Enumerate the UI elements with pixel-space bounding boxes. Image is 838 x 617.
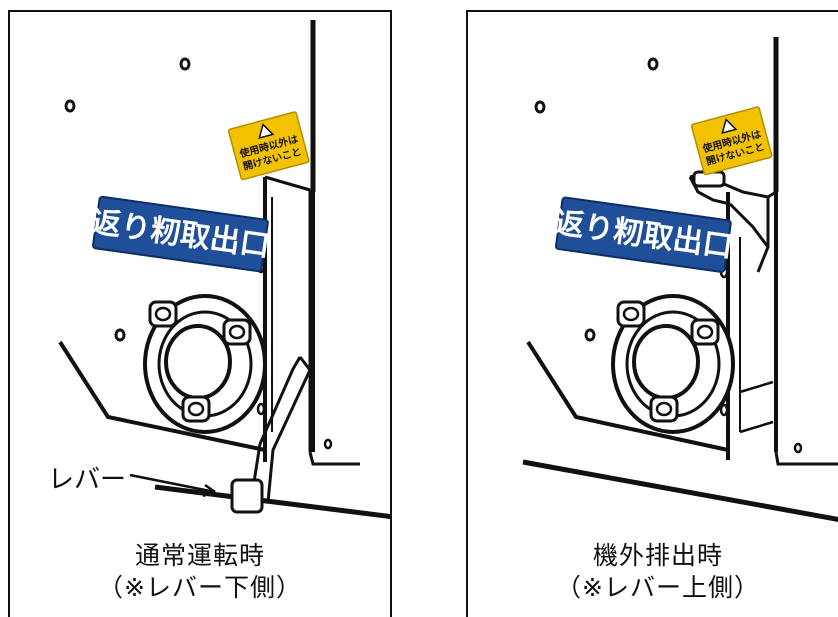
bolt	[181, 395, 211, 423]
machine-illustration-normal: 返り籾取出口 使用時以外は 開けないこと	[58, 20, 390, 520]
bolt	[690, 318, 720, 346]
bolt	[148, 300, 178, 328]
mount-hole	[534, 100, 546, 114]
caption-line1: 機外排出時	[592, 541, 723, 570]
exit-sign: 返り籾取出口	[552, 196, 735, 273]
caption-discharge: 機外排出時 （※レバー上側）	[468, 540, 838, 604]
machine-illustration-discharge: 返り籾取出口 使用時以外は 開けないこと	[522, 37, 838, 522]
caption-line2: （※レバー上側）	[556, 573, 760, 602]
caption-line2: （※レバー下側）	[98, 573, 302, 602]
exit-sign: 返り籾取出口	[89, 195, 272, 273]
mount-hole	[179, 57, 191, 71]
mount-hole	[647, 57, 659, 71]
warning-triangle-icon	[721, 118, 738, 134]
hub	[632, 324, 700, 400]
warning-sticker: 使用時以外は 開けないこと	[227, 111, 310, 181]
bolt	[222, 318, 252, 346]
warning-triangle-icon	[258, 123, 275, 139]
bolt	[649, 395, 679, 423]
panel-normal-operation: 返り籾取出口 使用時以外は 開けないこと レバー 通常運転時 （※レバー下側）	[8, 10, 392, 617]
panel-external-discharge: 返り籾取出口 使用時以外は 開けないこと 機外排出時 （※レバー上側）	[466, 10, 838, 617]
mount-hole	[114, 328, 126, 342]
bolt	[616, 300, 646, 328]
caption-normal: 通常運転時 （※レバー下側）	[10, 540, 390, 604]
hub	[164, 324, 232, 400]
caption-line1: 通常運転時	[134, 541, 265, 570]
warning-sticker: 使用時以外は 開けないこと	[690, 106, 773, 176]
mount-hole	[64, 99, 76, 113]
lever-callout-label: レバー	[48, 465, 127, 495]
lever-handle	[230, 478, 264, 514]
mount-hole	[584, 328, 596, 342]
